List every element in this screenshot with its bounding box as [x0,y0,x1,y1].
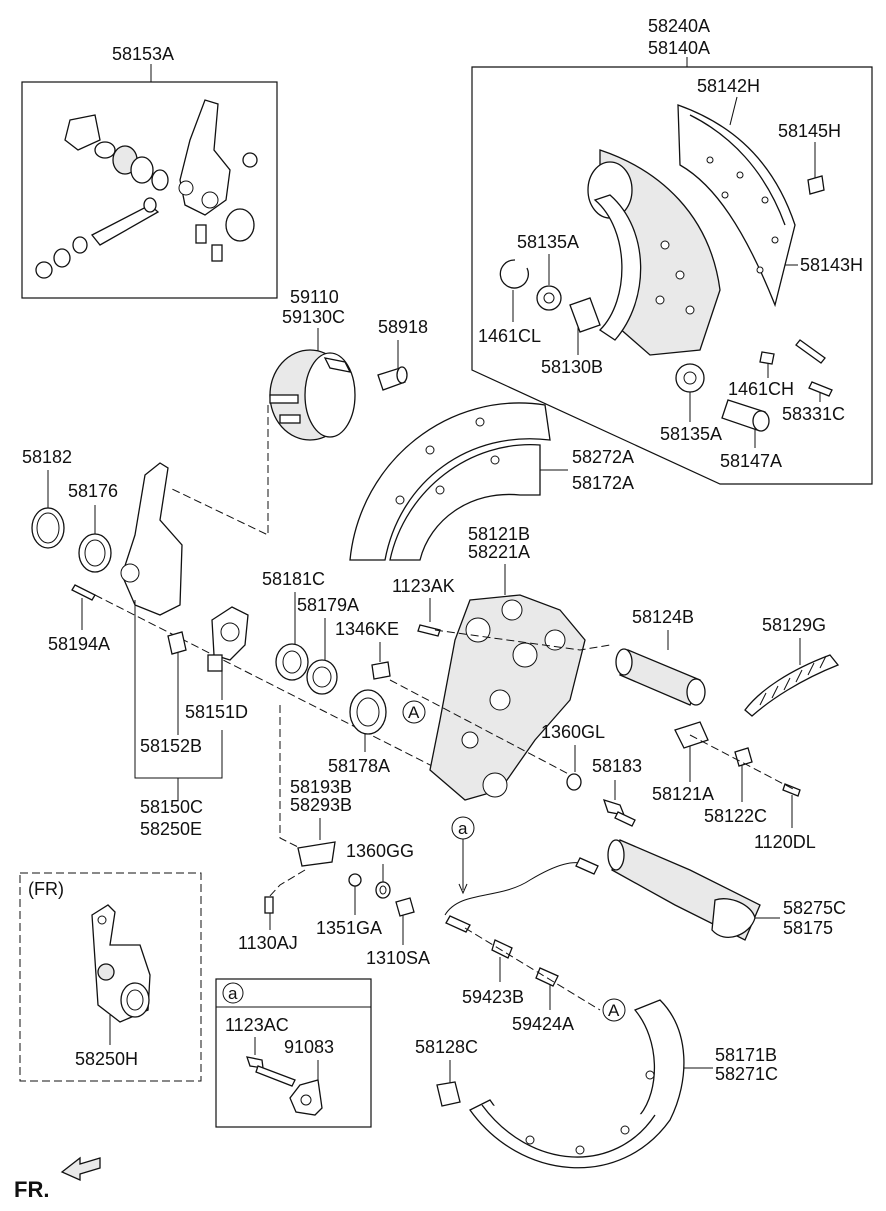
label-1310SA: 1310SA [366,948,430,968]
sensor-bracket-drawing [264,841,415,917]
washers-drawing [275,643,387,735]
label-1461CH: 1461CH [728,379,794,399]
label-58143H: 58143H [800,255,863,275]
sensor-clip-inset-box [215,978,372,1128]
label-58145H: 58145H [778,121,841,141]
label-59423B: 59423B [462,987,524,1007]
label-58172A: 58172A [572,473,634,493]
label-1360GG: 1360GG [346,841,414,861]
label-1120DL: 1120DL [754,832,816,852]
label-58250H: 58250H [75,1049,138,1069]
label-58179A: 58179A [297,595,359,615]
brake-shoe-drawing [499,104,833,432]
bracket-parts-drawing [167,606,249,672]
label-58121B: 58121B [468,524,530,544]
sensor-cable-drawing [444,857,599,987]
label-58135A-bottom: 58135A [660,424,722,444]
label-58153A: 58153A [112,44,174,64]
label-1360GL: 1360GL [541,722,605,742]
label-1123AC: 1123AC [225,1015,289,1035]
label-58272A: 58272A [572,447,634,467]
callout-a-lower-text: a [228,984,238,1003]
label-58152B: 58152B [140,736,202,756]
label-58171B: 58171B [715,1045,777,1065]
label-58147A: 58147A [720,451,782,471]
label-1346KE: 1346KE [335,619,399,639]
label-59130C: 59130C [282,307,345,327]
fr-inset-label: (FR) [28,879,64,899]
label-58250E: 58250E [140,819,202,839]
label-58129G: 58129G [762,615,826,635]
callout-a-lower [222,982,244,1004]
label-58124B: 58124B [632,607,694,627]
label-58182: 58182 [22,447,72,467]
slack-adjuster-drawing [31,462,183,616]
label-58221A: 58221A [468,542,530,562]
label-58178A: 58178A [328,756,390,776]
label-58918: 58918 [378,317,428,337]
brake-shoe-kit-box [471,66,873,485]
fr-direction-arrow-icon [60,1156,101,1182]
fr-direction-label: FR. [14,1177,49,1202]
label-59424A: 59424A [512,1014,574,1034]
label-58293B: 58293B [290,795,352,815]
label-1130AJ: 1130AJ [238,933,298,953]
dust-shield-upper-drawing [349,402,551,561]
label-1461CL: 1461CL [478,326,541,346]
small-hardware-drawing [566,721,801,827]
callout-A-lower-text: A [608,1001,620,1020]
label-58275C: 58275C [783,898,846,918]
label-58150C: 58150C [140,797,203,817]
callout-A-upper [402,700,426,724]
callout-A-upper-text: A [408,703,420,722]
spider-drawing [371,594,586,801]
label-1351GA: 1351GA [316,918,382,938]
label-58176: 58176 [68,481,118,501]
label-91083: 91083 [284,1037,334,1057]
brake-chamber-drawing [269,349,408,441]
label-58331C: 58331C [782,404,845,424]
label-58142H: 58142H [697,76,760,96]
label-58122C: 58122C [704,806,767,826]
callout-A-lower [602,998,626,1022]
label-58271C: 58271C [715,1064,778,1084]
fr-slack-adjuster-drawing [91,904,151,1023]
label-1123AK: 1123AK [392,576,455,596]
label-58193B: 58193B [290,777,352,797]
label-58121A: 58121A [652,784,714,804]
camshaft-drawing [607,839,761,941]
slack-adjuster-parts-drawing [35,99,258,279]
label-58151D: 58151D [185,702,248,722]
label-58240A: 58240A [648,16,710,36]
label-58194A: 58194A [48,634,110,654]
fr-inset-box [19,872,202,1082]
slack-adjuster-kit-box [21,81,278,299]
callout-a-upper-text: a [458,819,468,838]
label-58130B: 58130B [541,357,603,377]
label-58135A-top: 58135A [517,232,579,252]
label-58128C: 58128C [415,1037,478,1057]
label-58183: 58183 [592,756,642,776]
label-58175: 58175 [783,918,833,938]
dust-shield-lower-drawing [436,999,685,1169]
label-59110: 59110 [290,287,339,307]
label-58181C: 58181C [262,569,325,589]
camshaft-bushing-and-spring-drawing [615,648,840,717]
label-58140A: 58140A [648,38,710,58]
sensor-clip-drawing [246,1056,323,1116]
